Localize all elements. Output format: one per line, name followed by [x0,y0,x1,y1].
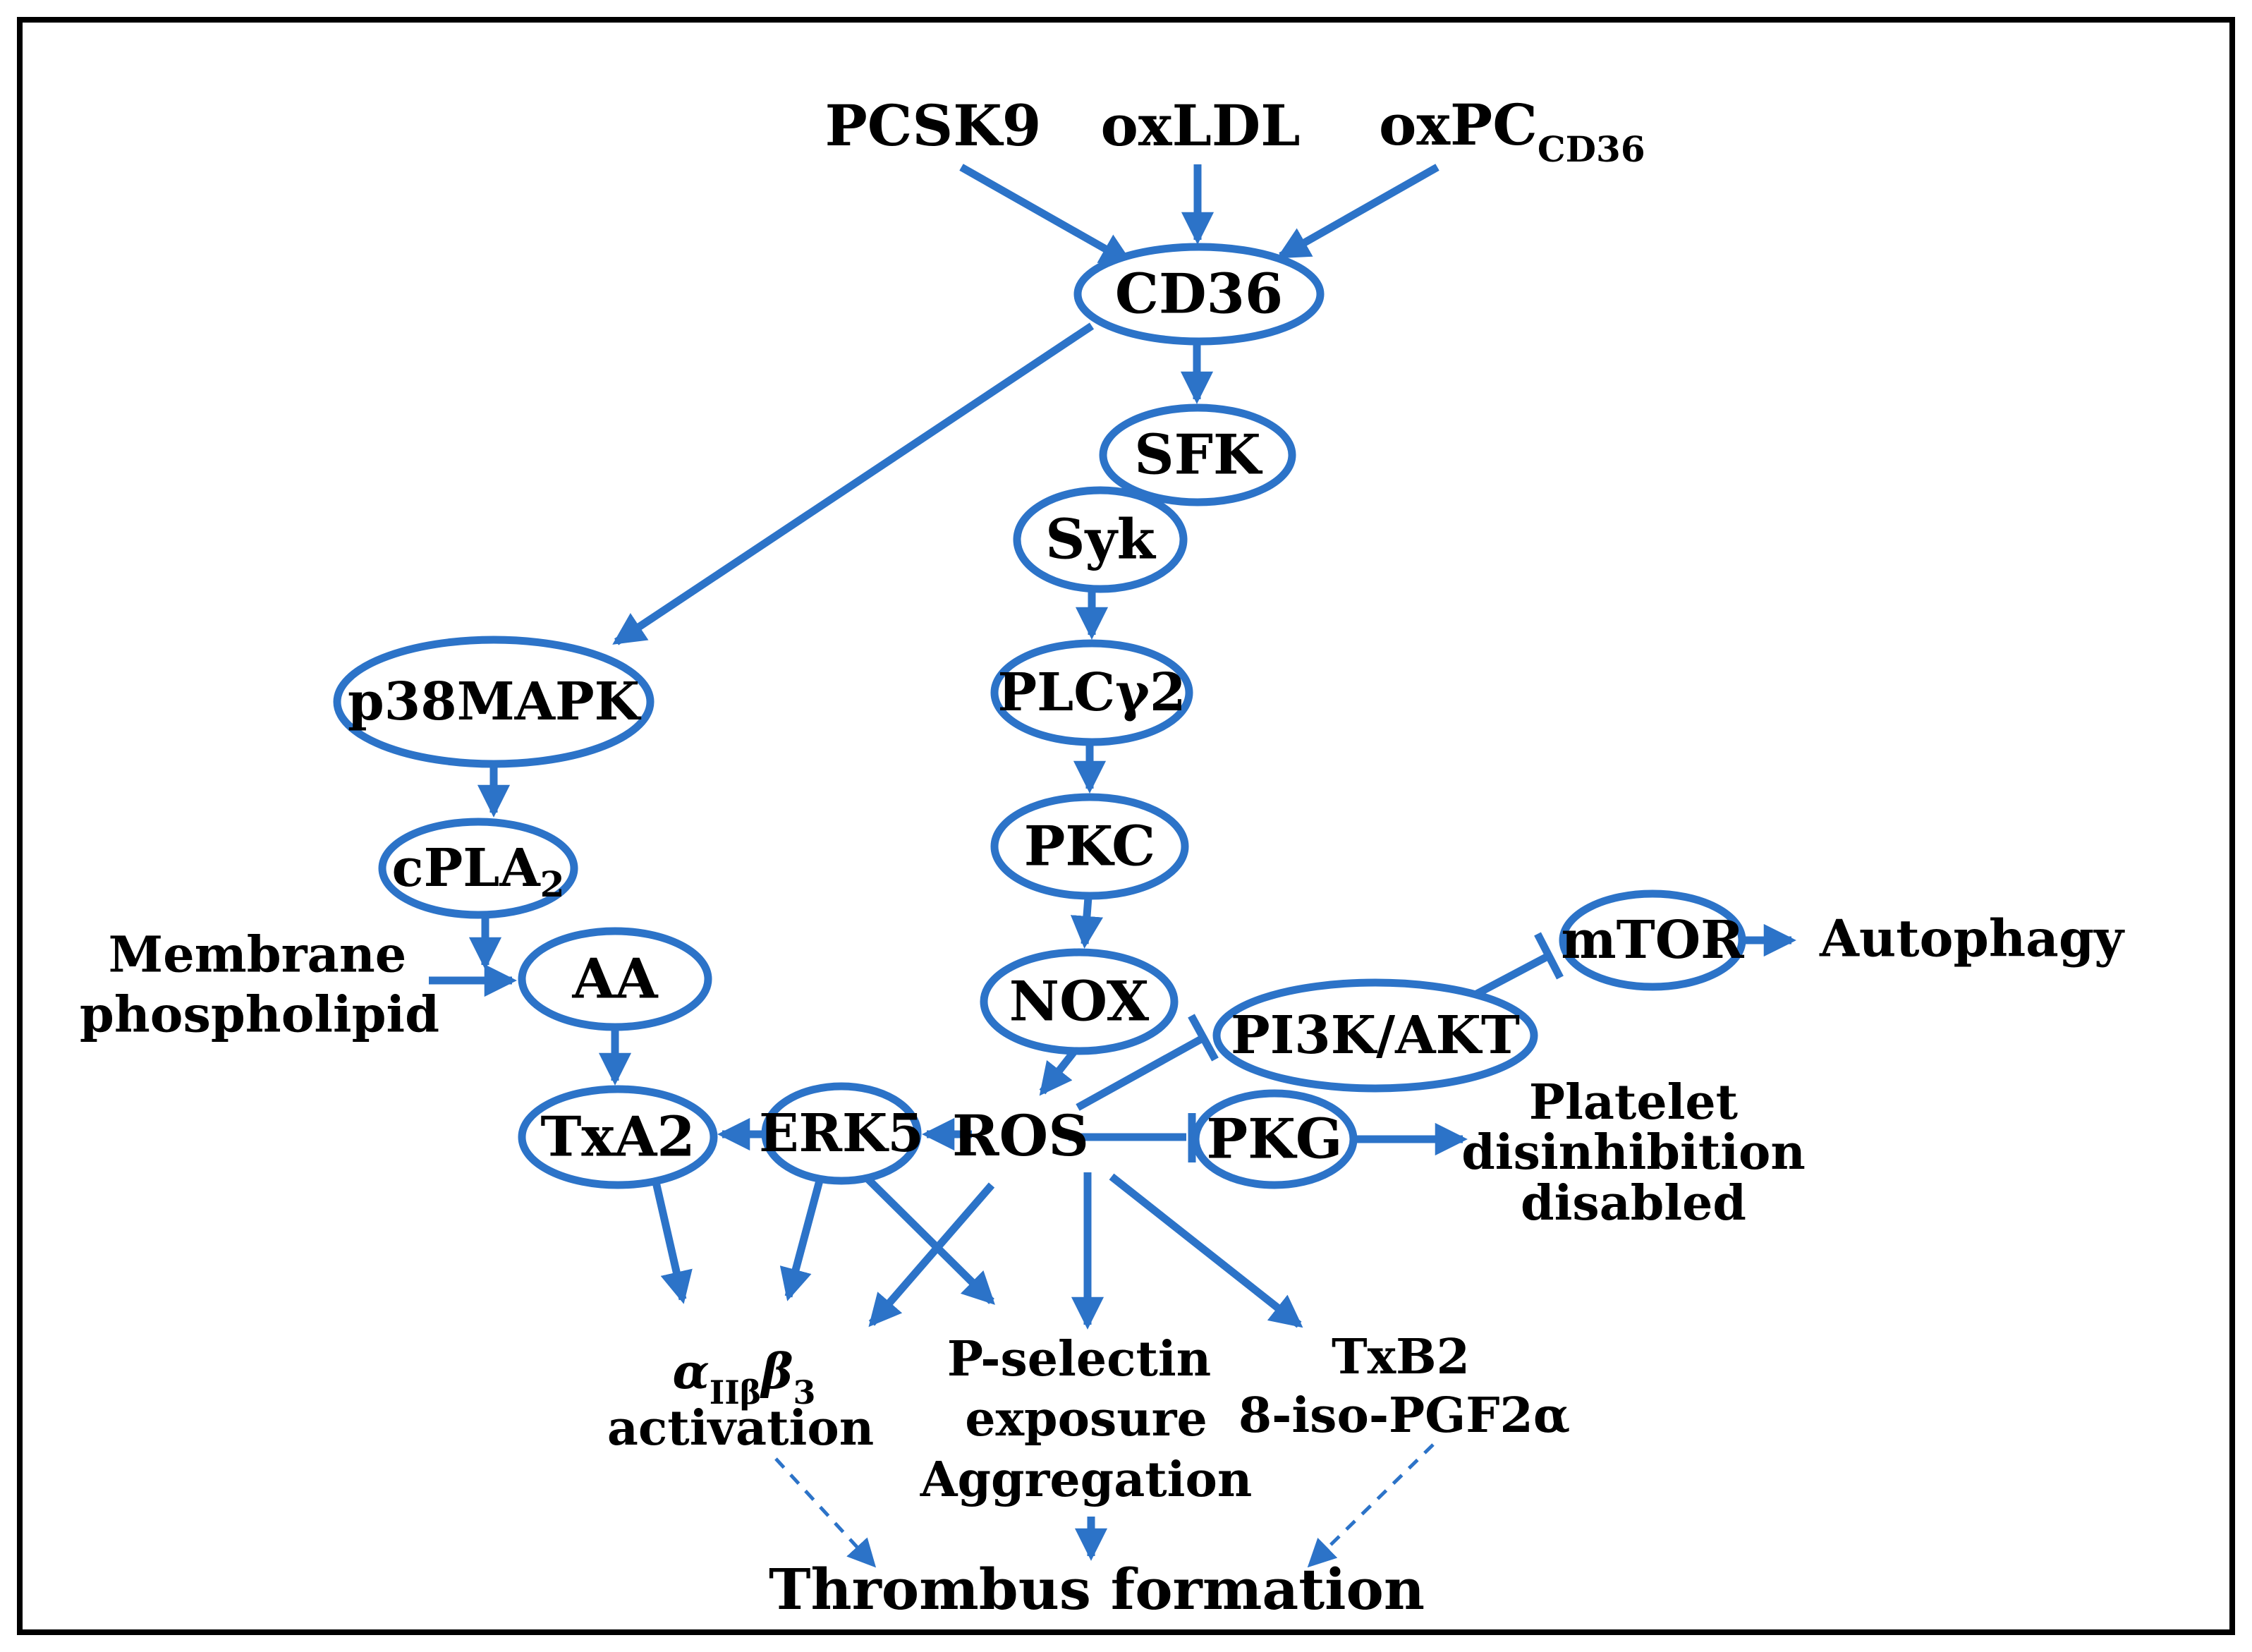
integrin-label-line2: activation [607,1400,874,1457]
sfk-ellipse [1099,403,1296,506]
arrow-erk5-integrin [779,1177,824,1301]
arrow-nox-ros [1039,1050,1077,1096]
pselectin-label-line1: P-selectin [947,1331,1211,1387]
txa2-ellipse [518,1085,718,1189]
node-pkc: PKC [990,793,1189,900]
aa-ellipse [518,927,712,1031]
platelet-label-line3: disabled [1521,1175,1746,1232]
node-nox: NOX [980,948,1179,1055]
labels: PCSK9 oxLDL oxPCCD36 ROS Membrane phosph… [80,92,2125,1622]
mtor-ellipse [1559,889,1746,991]
cpla2-ellipse [378,818,578,919]
nox-label: NOX [1009,970,1150,1034]
pi3k-akt-label: PI3K/AKT [1231,1005,1520,1066]
arrow-pkc-nox [1070,897,1104,949]
pselectin-label-line2: exposure [965,1391,1207,1447]
arrow-ros-integrin [868,1182,995,1328]
erk5-ellipse [761,1082,922,1185]
pkc-label: PKC [1024,815,1155,879]
nox-ellipse [980,948,1179,1055]
node-cpla2: cPLA2 [378,818,578,919]
oxldl-label: oxLDL [1101,92,1301,159]
node-sfk: SFK [1099,403,1296,506]
arrow-erk5-pselectin [863,1174,995,1305]
erk5-label: ERK5 [759,1103,924,1164]
oxpc-cd36-label: oxPCCD36 [1379,92,1645,170]
arrow-ros-txb2 [1109,1173,1303,1328]
pi3k-akt-ellipse [1212,978,1538,1093]
arrow-oxpc-cd36 [1276,164,1440,260]
arrows [429,164,1796,1568]
syk-ellipse [1013,486,1188,593]
node-p38mapk: p38MAPK [333,636,655,768]
cpla2-label: cPLA2 [392,838,565,905]
txb2-label-line2: 8-iso-PGF2α [1238,1387,1570,1444]
node-txa2: TxA2 [518,1085,718,1189]
node-syk: Syk [1013,486,1188,593]
node-plcg2: PLCγ2 [990,639,1193,746]
pkg-label: PKG [1206,1107,1342,1172]
pkg-ellipse [1191,1089,1358,1189]
cd36-ellipse [1073,243,1325,346]
platelet-label-line1: Platelet [1529,1074,1739,1131]
cd36-label: CD36 [1115,262,1283,327]
integrin-label-line1: αIIββ3 [672,1344,815,1411]
arrow-pcsk9-cd36 [959,164,1134,266]
autophagy-label: Autophagy [1819,909,2125,968]
membrane-label-line1: Membrane [109,925,407,984]
node-mtor: mTOR [1559,889,1746,991]
mtor-label: mTOR [1561,910,1744,971]
p38mapk-ellipse [333,636,655,768]
membrane-label-line2: phospholipid [80,985,439,1044]
node-erk5: ERK5 [759,1082,924,1185]
inhibition-ros-pi3kakt [1076,1014,1219,1111]
node-pkg: PKG [1191,1089,1358,1189]
arrow-cd36-p38mapk [612,322,1095,645]
dashed-arrow-integrin-thrombus [774,1457,877,1568]
platelet-label-line2: disinhibition [1461,1124,1806,1181]
txb2-label-line1: TxB2 [1332,1329,1470,1385]
nodes: CD36 SFK Syk PLCγ2 PKC NOX p38MAPK cPLA [333,243,1746,1189]
pkc-ellipse [990,793,1189,900]
node-cd36: CD36 [1073,243,1325,346]
p38mapk-label: p38MAPK [348,672,642,732]
arrow-txa2-integrin [652,1181,693,1304]
inhibition-pi3kakt-mtor [1471,932,1564,1000]
syk-label: Syk [1045,508,1157,572]
node-pi3k-akt: PI3K/AKT [1212,978,1538,1093]
dashed-arrow-txb2-thrombus [1307,1443,1435,1568]
pcsk9-label: PCSK9 [825,92,1042,159]
sfk-label: SFK [1134,423,1263,487]
thrombus-label: Thrombus formation [769,1556,1425,1622]
plcg2-ellipse [990,639,1193,746]
node-aa: AA [518,927,712,1031]
pselectin-label-line3: Aggregation [920,1452,1253,1508]
ros-label: ROS [952,1103,1089,1169]
plcg2-label: PLCγ2 [998,662,1186,723]
aa-label: AA [571,947,659,1012]
txa2-label: TxA2 [540,1105,695,1170]
